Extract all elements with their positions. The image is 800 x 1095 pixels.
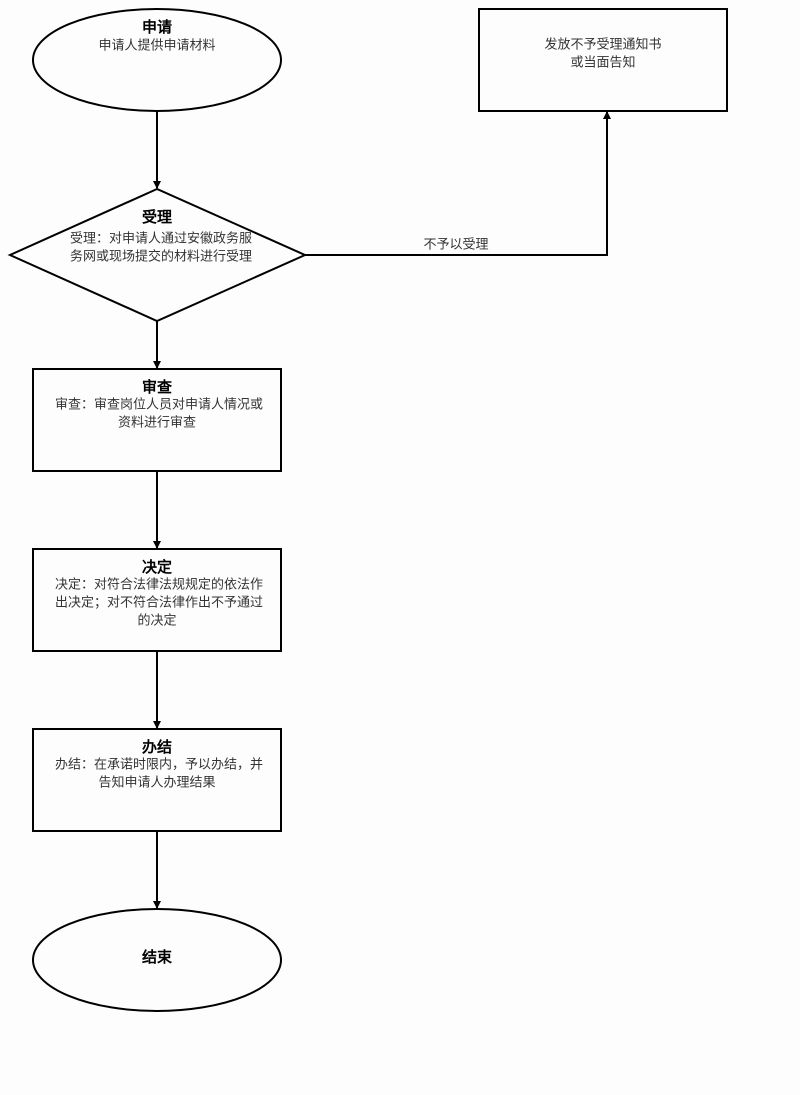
node-desc: 出决定；对不符合法律作出不予通过 [55, 595, 263, 611]
node-accept: 受理 受理：对申请人通过安徽政务服 务网或现场提交的材料进行受理 [7, 187, 308, 323]
node-title: 申请 [142, 18, 172, 36]
node-review: 审查 审查：审查岗位人员对申请人情况或 资料进行审查 [32, 368, 282, 472]
node-desc: 务网或现场提交的材料进行受理 [70, 249, 252, 265]
node-title: 结束 [142, 948, 173, 966]
node-desc: 申请人提供申请材料 [98, 38, 215, 54]
node-desc: 的决定 [137, 613, 176, 629]
process-box [478, 8, 728, 112]
node-desc: 资料进行审查 [118, 416, 196, 431]
edge-label-reject: 不予以受理 [423, 238, 488, 253]
node-title: 决定 [142, 558, 172, 576]
node-desc: 办结：在承诺时限内，予以办结，并 [55, 757, 263, 773]
node-end: 结束 [32, 908, 282, 1012]
node-desc: 决定：对符合法律法规规定的依法作 [55, 577, 263, 593]
node-decide: 决定 决定：对符合法律法规规定的依法作 出决定；对不符合法律作出不予通过 的决定 [32, 548, 282, 652]
node-desc: 告知申请人办理结果 [98, 775, 215, 791]
node-desc: 审查：审查岗位人员对申请人情况或 [55, 398, 263, 413]
node-apply: 申请 申请人提供申请材料 [32, 8, 282, 112]
arrow-accept-reject [305, 111, 611, 256]
node-desc: 受理：对申请人通过安徽政务服 [70, 231, 252, 247]
node-complete: 办结 办结：在承诺时限内，予以办结，并 告知申请人办理结果 [32, 728, 282, 832]
node-title: 办结 [142, 738, 172, 756]
node-title: 受理 [142, 208, 172, 226]
node-title: 审查 [142, 378, 173, 396]
node-desc: 或当面告知 [570, 55, 635, 71]
node-reject: 发放不予受理通知书 或当面告知 [478, 8, 728, 112]
node-desc: 发放不予受理通知书 [544, 37, 661, 53]
end-ellipse [32, 908, 282, 1012]
